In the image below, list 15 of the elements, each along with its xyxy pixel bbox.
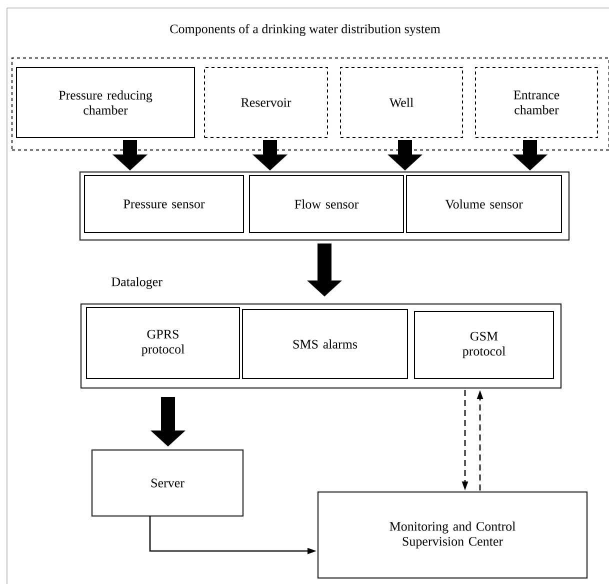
process-box: Pressure reducing chamber — [16, 67, 195, 138]
process-box: Monitoring and Control Supervision Center — [318, 492, 588, 578]
process-box: Entrance chamber — [475, 67, 598, 138]
process-box: Flow sensor — [249, 175, 404, 233]
process-box: GPRS protocol — [86, 307, 240, 379]
process-box: Volume sensor — [406, 175, 562, 233]
process-box: Pressure sensor — [84, 175, 244, 233]
node-label: Components of a drinking water distribution system — [170, 24, 440, 36]
process-box: GSM protocol — [414, 311, 554, 379]
process-box: Well — [340, 67, 463, 138]
process-box: Server — [92, 450, 244, 516]
node-label: Dataloger — [112, 277, 162, 289]
sensor-group-box — [80, 172, 570, 240]
process-box: SMS alarms — [242, 309, 408, 379]
process-box: Reservoir — [204, 67, 328, 138]
